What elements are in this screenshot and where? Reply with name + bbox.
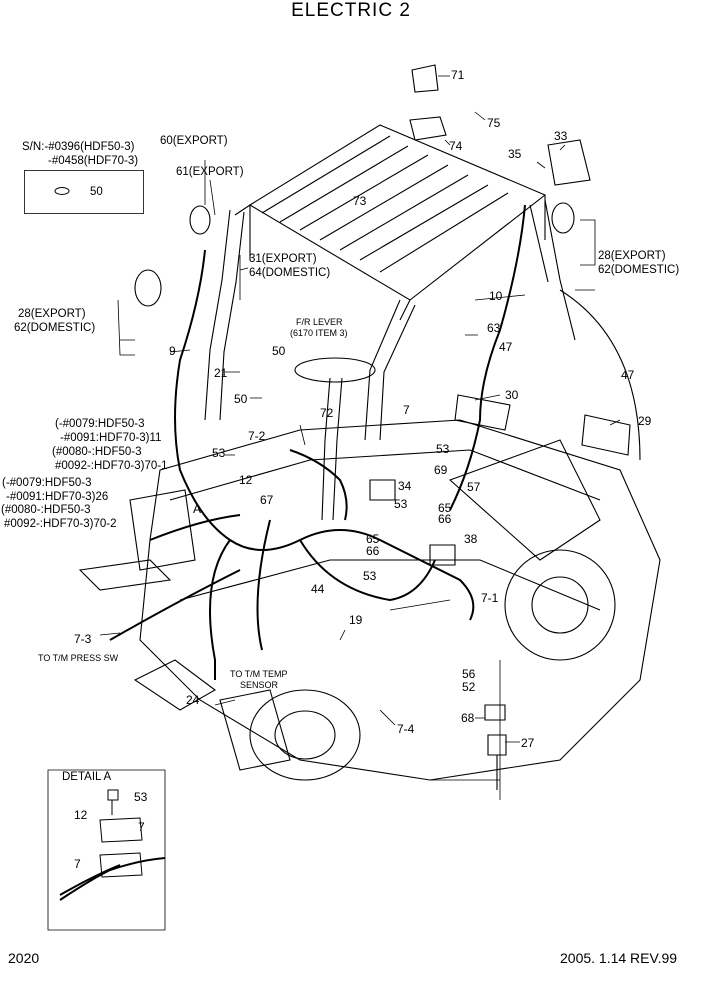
tm-press-label: TO T/M PRESS SW: [38, 653, 119, 663]
callout-47a: 47: [499, 340, 513, 354]
callout-66b: 66: [366, 544, 380, 558]
callout-75: 75: [487, 116, 501, 130]
callout-7: 7: [403, 403, 410, 417]
callout-57: 57: [467, 480, 481, 494]
serial-note-line2: -#0458(HDF70-3): [48, 155, 139, 167]
callout-53b: 53: [436, 442, 450, 456]
callout-21: 21: [214, 366, 228, 380]
callout-65b: 65: [366, 532, 380, 546]
callout-9: 9: [169, 344, 176, 358]
callout-68: 68: [461, 711, 475, 725]
page-title: ELECTRIC 2: [291, 0, 411, 21]
variant-note-6: -#0091:HDF70-3)26: [6, 491, 109, 503]
callout-29: 29: [638, 414, 652, 428]
fr-lever-label: F/R LEVER: [296, 317, 343, 327]
callout-63: 63: [487, 321, 501, 335]
callout-47b: 47: [621, 368, 635, 382]
variant-note-2: -#0091:HDF70-3)11: [60, 432, 162, 444]
callout-53d: 53: [363, 569, 377, 583]
serial-note-part: 50: [90, 186, 103, 198]
callout-65a: 65: [438, 501, 452, 515]
callout-7-3: 7-3: [74, 632, 92, 646]
callout-27: 27: [521, 736, 535, 750]
callout-66a: 66: [438, 512, 452, 526]
callout-10: 10: [489, 289, 503, 303]
serial-note-box: [24, 170, 144, 214]
callout-19: 19: [349, 613, 363, 627]
variant-note-3: (#0080-:HDF50-3: [52, 446, 142, 458]
callout-56: 56: [462, 667, 476, 681]
callout-35: 35: [508, 147, 522, 161]
callout-71: 71: [451, 68, 465, 82]
callout-33: 33: [554, 129, 568, 143]
callout-60: 60(EXPORT): [160, 135, 228, 147]
callout-7-1: 7-1: [481, 591, 499, 605]
callout-62-right: 62(DOMESTIC): [598, 264, 680, 276]
callout-53a: 53: [212, 446, 226, 460]
callout-34: 34: [398, 479, 412, 493]
callout-53c: 53: [394, 497, 408, 511]
variant-note-4: #0092-:HDF70-3)70-1: [55, 460, 168, 472]
callout-28-left: 28(EXPORT): [18, 308, 86, 320]
fr-lever-ref: (6170 ITEM 3): [290, 328, 348, 338]
callout-12: 12: [239, 473, 253, 487]
detail-part-53: 53: [134, 790, 148, 804]
callout-61: 61(EXPORT): [176, 166, 244, 178]
variant-note-1: (-#0079:HDF50-3: [55, 418, 145, 430]
callout-64: 64(DOMESTIC): [249, 267, 331, 279]
revision-date: 2005. 1.14 REV.99: [560, 950, 678, 966]
callout-A: A: [193, 502, 202, 516]
variant-note-7: (#0080-:HDF50-3: [1, 504, 91, 516]
callout-67: 67: [260, 493, 274, 507]
callout-69: 69: [434, 463, 448, 477]
serial-note-line1: S/N:-#0396(HDF50-3): [22, 141, 135, 153]
callout-24: 24: [186, 693, 200, 707]
detail-part-7a: 7: [138, 820, 145, 834]
callout-7-4: 7-4: [397, 722, 415, 736]
callout-30: 30: [505, 388, 519, 402]
detail-part-7b: 7: [74, 857, 81, 871]
callout-38: 38: [464, 532, 478, 546]
callout-62-left: 62(DOMESTIC): [14, 322, 96, 334]
callout-31: 31(EXPORT): [249, 253, 317, 265]
callout-7-2: 7-2: [248, 429, 266, 443]
callout-72: 72: [320, 406, 334, 420]
variant-note-5: (-#0079:HDF50-3: [2, 477, 92, 489]
callout-73: 73: [353, 194, 367, 208]
callout-28-right: 28(EXPORT): [598, 250, 666, 262]
detail-a-label: DETAIL A: [62, 771, 112, 783]
callout-52: 52: [462, 680, 476, 694]
detail-part-12: 12: [74, 808, 88, 822]
variant-note-8: #0092-:HDF70-3)70-2: [4, 518, 117, 530]
callout-50a: 50: [272, 344, 286, 358]
callout-74: 74: [449, 139, 463, 153]
callout-44: 44: [311, 582, 325, 596]
tm-temp-label: TO T/M TEMP: [230, 669, 288, 679]
page-number: 2020: [8, 950, 40, 966]
tm-temp-sensor-label: SENSOR: [240, 680, 279, 690]
callout-50b: 50: [234, 392, 248, 406]
